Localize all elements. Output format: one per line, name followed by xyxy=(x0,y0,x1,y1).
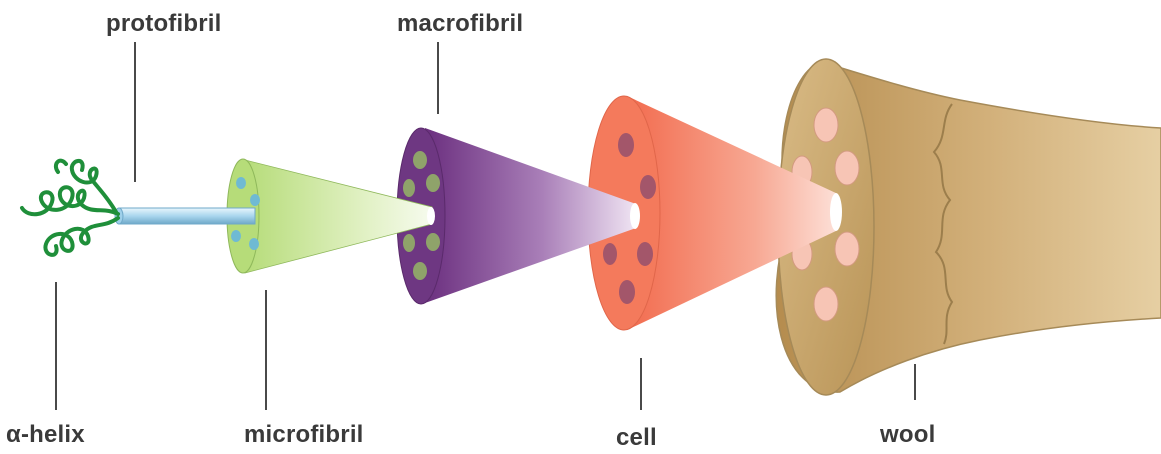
label-microfibril: microfibril xyxy=(244,421,364,449)
macrofibril-dot xyxy=(403,234,415,252)
protofibril-rod xyxy=(115,208,255,224)
macrofibril-dot xyxy=(403,179,415,197)
label-macrofibril: macrofibril xyxy=(397,10,523,38)
microfibril-dot xyxy=(236,177,246,189)
cell-dot xyxy=(618,133,634,157)
wool-cell-dot xyxy=(835,232,859,266)
macrofibril-dot xyxy=(413,151,427,169)
label-wool: wool xyxy=(880,421,935,449)
wool-cell-dot xyxy=(814,287,838,321)
macrofibril-cone-tip xyxy=(630,203,640,229)
wool-cell-dot xyxy=(814,108,838,142)
microfibril-cone-tip xyxy=(427,207,435,225)
macrofibril-dot xyxy=(426,174,440,192)
protofibril-rod-body xyxy=(119,208,255,224)
macrofibril-dot xyxy=(426,233,440,251)
macrofibril-dot xyxy=(413,262,427,280)
wool-cell-dot xyxy=(835,151,859,185)
microfibril-dot xyxy=(249,238,259,250)
label-protofibril: protofibril xyxy=(106,10,222,38)
cell-dot xyxy=(619,280,635,304)
label-cell: cell xyxy=(616,424,657,452)
cell-dot xyxy=(640,175,656,199)
alpha-helix-coil xyxy=(22,161,118,255)
microfibril-dot xyxy=(231,230,241,242)
cell-dot xyxy=(637,242,653,266)
cell-dot xyxy=(603,243,617,265)
microfibril-dot xyxy=(250,194,260,206)
cell-cone-tip xyxy=(830,193,842,231)
helix-strand xyxy=(45,218,118,255)
helix-strand xyxy=(56,161,66,172)
label-alpha-helix: α-helix xyxy=(6,421,85,449)
